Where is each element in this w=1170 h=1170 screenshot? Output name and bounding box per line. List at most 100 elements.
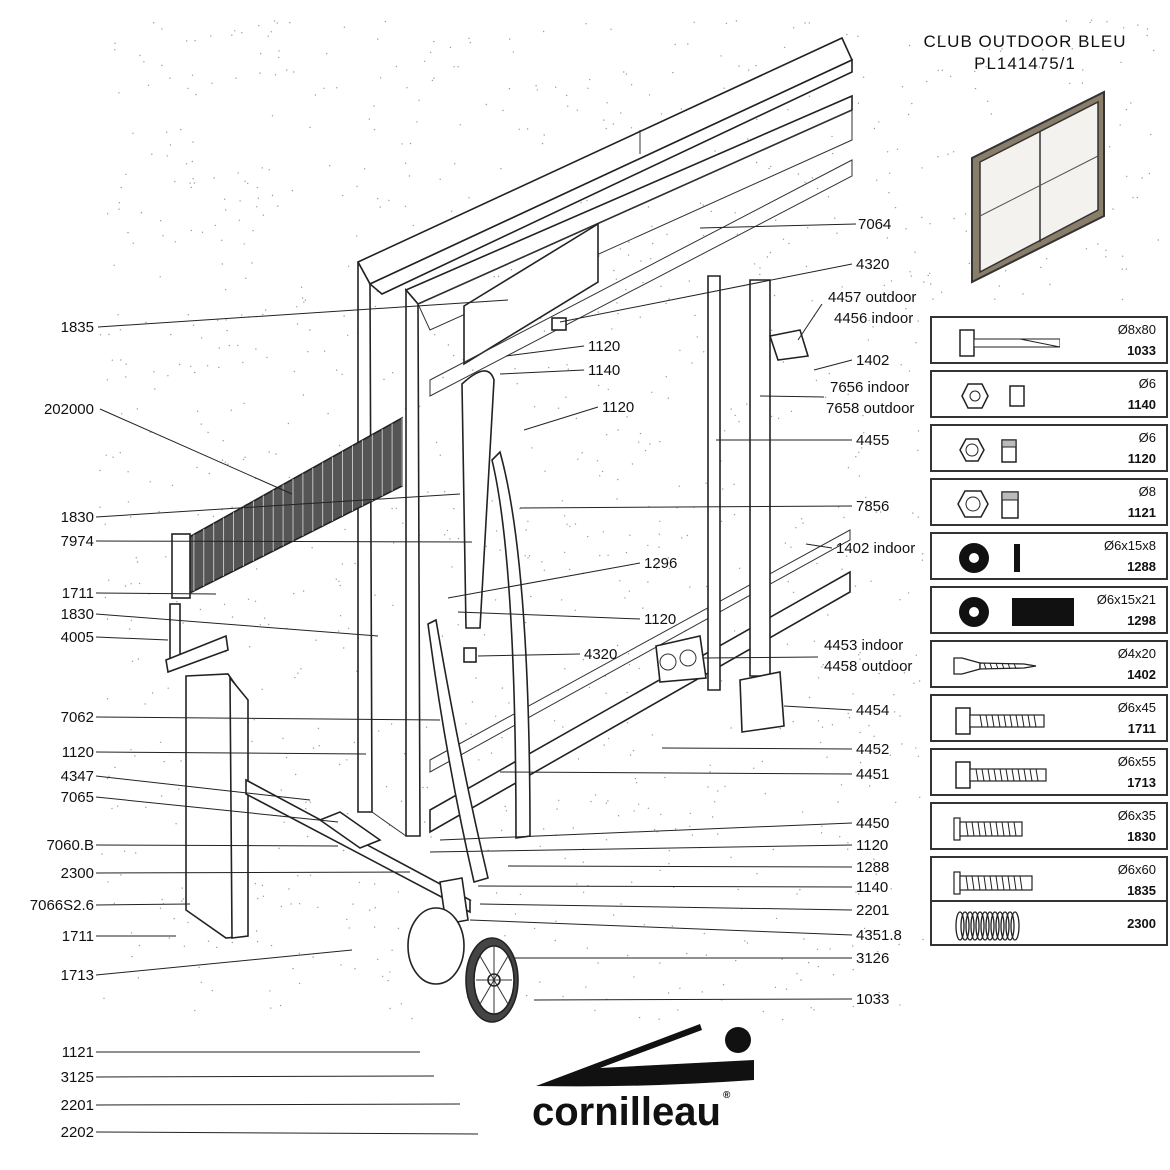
hardware-item: Ø6 1120 <box>930 424 1168 472</box>
model-title: CLUB OUTDOOR BLEU <box>923 32 1127 51</box>
leader-lines <box>95 223 857 1135</box>
callout-label: 7062 <box>61 709 94 726</box>
hardware-item: Ø6 1140 <box>930 370 1168 418</box>
callout-label: 2300 <box>61 865 94 882</box>
hardware-code: 1033 <box>1127 343 1156 358</box>
hardware-item: Ø6x55 1713 <box>930 748 1168 796</box>
callout-label: 1713 <box>61 967 94 984</box>
callout-label: 2202 <box>61 1124 94 1141</box>
callout-label: 3126 <box>856 950 889 967</box>
hardware-size: Ø6 <box>1138 376 1156 391</box>
hardware-code: 1140 <box>1127 397 1156 412</box>
hardware-item: Ø6x15x8 1288 <box>930 532 1168 580</box>
callout-label: 7064 <box>858 216 891 233</box>
callout-label: 4457 outdoor <box>828 289 916 306</box>
callout-label: 4456 indoor <box>834 310 913 327</box>
callout-label: 2201 <box>856 902 889 919</box>
callout-label: 1830 <box>61 509 94 526</box>
callout-label: 7856 <box>856 498 889 515</box>
brand-wordmark: cornilleau® <box>532 1090 731 1134</box>
callout-label: 1120 <box>644 611 676 628</box>
callout-label: 1711 <box>62 928 94 945</box>
hardware-item: Ø8x80 1033 <box>930 316 1168 364</box>
callout-label: 4450 <box>856 815 889 832</box>
callout-label: 7066S2.6 <box>30 897 94 914</box>
callout-label: 1121 <box>62 1044 94 1061</box>
hardware-size: Ø4x20 <box>1117 646 1156 661</box>
hardware-code: 1298 <box>1127 613 1156 628</box>
hardware-size: Ø8x80 <box>1117 322 1156 337</box>
callout-label: 1288 <box>856 859 889 876</box>
callout-label: 1140 <box>856 879 888 896</box>
callout-label: 1120 <box>856 837 888 854</box>
spacer-icon <box>959 597 1074 627</box>
callout-label: 1402 indoor <box>836 540 915 557</box>
callout-label: 7065 <box>61 789 94 806</box>
table-top-panel <box>356 36 854 837</box>
callout-label: 202000 <box>44 401 94 418</box>
hardware-code: 1402 <box>1127 667 1156 682</box>
callout-label: 1296 <box>644 555 677 572</box>
net-assembly <box>165 416 403 674</box>
callout-label: 7658 outdoor <box>826 400 914 417</box>
hardware-code: 1711 <box>1127 721 1156 736</box>
callout-label: 4452 <box>856 741 889 758</box>
hardware-size: Ø8 <box>1138 484 1156 499</box>
callout-label: 4451 <box>856 766 889 783</box>
callout-label: 1835 <box>61 319 94 336</box>
cornilleau-logo-mark <box>536 1024 754 1087</box>
table-thumbnail <box>971 90 1105 284</box>
hardware-size: Ø6x15x21 <box>1096 592 1156 607</box>
hex-bolt-icon <box>955 761 1047 789</box>
callout-label: 7060.B <box>46 837 94 854</box>
hardware-code: 1835 <box>1127 883 1156 898</box>
hardware-item: Ø6x15x21 1298 <box>930 586 1168 634</box>
hardware-item: Ø6x60 1835 <box>930 856 1168 904</box>
threaded-screw-icon <box>953 817 1023 841</box>
callout-label: 4351.8 <box>856 927 902 944</box>
left-leg-frame <box>185 673 471 939</box>
lock-nut-icon <box>959 438 1017 463</box>
callout-label: 4005 <box>61 629 94 646</box>
callout-label: 1120 <box>62 744 94 761</box>
hardware-code: 1713 <box>1127 775 1156 790</box>
callout-label: 2201 <box>61 1097 94 1114</box>
callout-label: 7656 indoor <box>830 379 909 396</box>
callout-label: 3125 <box>61 1069 94 1086</box>
callout-label: 4458 outdoor <box>824 658 912 675</box>
hardware-item: Ø8 1121 <box>930 478 1168 526</box>
nut-icon <box>961 383 1025 409</box>
hardware-code: 1830 <box>1127 829 1156 844</box>
hardware-size: Ø6x55 <box>1117 754 1156 769</box>
center-callouts: 1120 1140 1120 1296 1120 4320 <box>584 338 677 663</box>
wood-screw-icon <box>953 657 1037 675</box>
hardware-size: Ø6x60 <box>1117 862 1156 877</box>
callout-label: 4320 <box>856 256 889 273</box>
hardware-code: 1120 <box>1127 451 1156 466</box>
callout-label: 1120 <box>602 399 634 416</box>
hardware-item: Ø6x45 1711 <box>930 694 1168 742</box>
hardware-code: 2300 <box>1127 916 1156 931</box>
callout-label: 4453 indoor <box>824 637 903 654</box>
callout-label: 1402 <box>856 352 889 369</box>
hardware-size: Ø6x35 <box>1117 808 1156 823</box>
callout-label: 4455 <box>856 432 889 449</box>
reference-number: PL141475/1 <box>974 54 1076 73</box>
hardware-size: Ø6x15x8 <box>1103 538 1156 553</box>
callout-label: 1830 <box>61 606 94 623</box>
hardware-item: Ø6x35 1830 <box>930 802 1168 850</box>
callout-label: 1033 <box>856 991 889 1008</box>
long-bolt-icon <box>959 329 1060 357</box>
hardware-item: Ø4x20 1402 <box>930 640 1168 688</box>
hardware-code: 1121 <box>1127 505 1156 520</box>
washer-icon <box>959 543 1020 573</box>
callout-label: 4320 <box>584 646 617 663</box>
callout-label: 7974 <box>61 533 94 550</box>
lock-nut-icon <box>957 490 1019 519</box>
callout-label: 1120 <box>588 338 620 355</box>
right-leg-uprights <box>655 275 810 733</box>
hardware-size: Ø6 <box>1138 430 1156 445</box>
hex-bolt-icon <box>955 707 1045 735</box>
